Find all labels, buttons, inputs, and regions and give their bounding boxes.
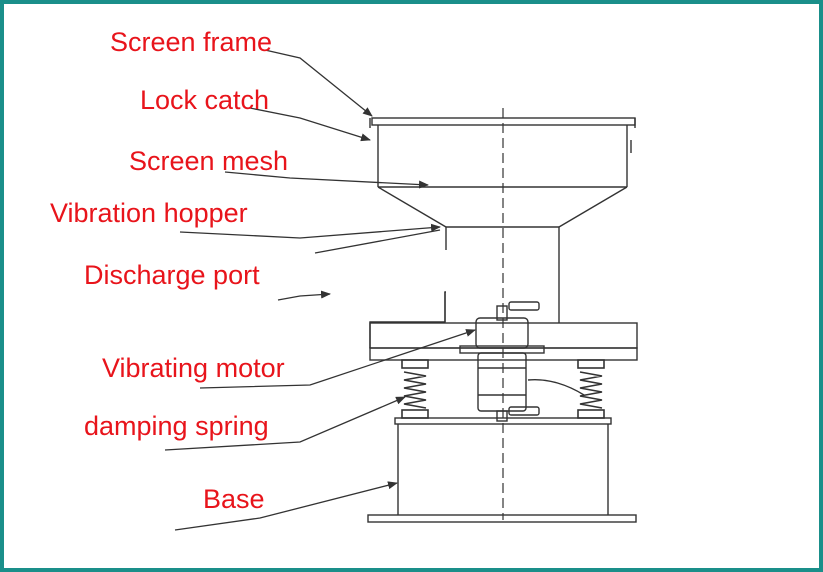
leader-screen-frame: [264, 49, 373, 117]
leader-vibrating-motor: [199, 329, 476, 389]
label-screen-mesh: Screen mesh: [129, 146, 289, 176]
label-vibrating-motor: Vibrating motor: [102, 353, 285, 383]
diagram-frame: Screen frame Lock catch Screen mesh Vibr…: [4, 4, 819, 568]
label-base: Base: [203, 484, 265, 514]
leader-hopper-extra: [314, 229, 441, 254]
base-shape: [367, 417, 637, 523]
vibrating-screen-drawing: [164, 49, 638, 531]
leader-base: [174, 481, 398, 531]
damping-spring-left: [401, 359, 429, 419]
discharge-port-shape: [369, 291, 446, 348]
leader-damping-spring: [164, 396, 406, 451]
label-damping-spring: damping spring: [84, 411, 269, 441]
label-discharge-port: Discharge port: [84, 260, 260, 290]
leader-screen-mesh: [224, 171, 429, 189]
label-vibration-hopper: Vibration hopper: [50, 198, 248, 228]
leader-discharge-port: [277, 290, 331, 301]
leader-vibration-hopper: [179, 223, 441, 239]
vibration-hopper-shape: [377, 186, 628, 323]
label-screen-frame: Screen frame: [110, 27, 273, 57]
label-lock-catch: Lock catch: [140, 85, 270, 115]
damping-spring-right: [577, 359, 605, 419]
vibrating-motor-shape: [475, 301, 585, 422]
leader-lock-catch: [249, 107, 371, 142]
